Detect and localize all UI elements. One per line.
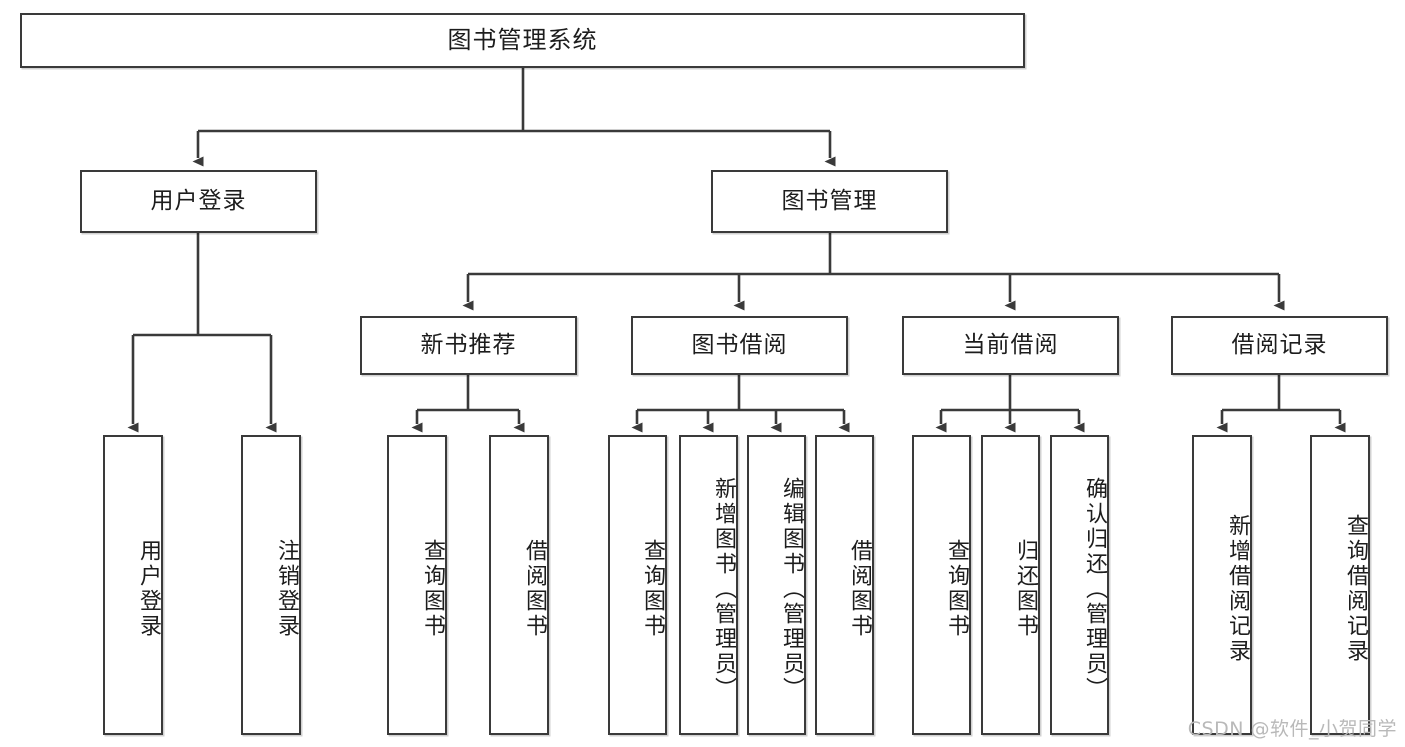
node-label: 图书管理 <box>781 187 878 214</box>
node-book-management[interactable]: 图书管理 <box>711 170 948 233</box>
leaf-confirm-return[interactable]: 确认归还（管理员） <box>1050 435 1109 735</box>
leaf-borrow-book-recommend[interactable]: 借阅图书 <box>489 435 549 735</box>
leaf-borrow-book[interactable]: 借阅图书 <box>815 435 874 735</box>
leaf-query-book-recommend[interactable]: 查询图书 <box>387 435 447 735</box>
node-label: 图书借阅 <box>691 331 788 358</box>
node-label: 查询图书 <box>420 539 445 639</box>
leaf-query-book-borrow[interactable]: 查询图书 <box>608 435 667 735</box>
node-label: 借阅记录 <box>1231 331 1328 358</box>
node-label: 编辑图书（管理员） <box>779 476 804 702</box>
node-borrow-record[interactable]: 借阅记录 <box>1171 316 1388 375</box>
node-label: 当前借阅 <box>962 331 1059 358</box>
leaf-query-book-current[interactable]: 查询图书 <box>912 435 971 735</box>
node-book-borrow[interactable]: 图书借阅 <box>631 316 848 375</box>
node-label: 查询图书 <box>944 539 969 639</box>
node-label: 借阅图书 <box>847 539 872 639</box>
node-label: 借阅图书 <box>522 539 547 639</box>
leaf-user-login[interactable]: 用户登录 <box>103 435 163 735</box>
leaf-query-borrow-record[interactable]: 查询借阅记录 <box>1310 435 1370 735</box>
node-label: 用户登录 <box>136 539 161 639</box>
node-user-login[interactable]: 用户登录 <box>80 170 317 233</box>
node-label: 图书管理系统 <box>447 26 598 55</box>
node-label: 新增借阅记录 <box>1225 514 1250 664</box>
leaf-add-borrow-record[interactable]: 新增借阅记录 <box>1192 435 1252 735</box>
leaf-edit-book[interactable]: 编辑图书（管理员） <box>747 435 806 735</box>
node-label: 查询图书 <box>640 539 665 639</box>
node-label: 归还图书 <box>1013 539 1038 639</box>
node-label: 用户登录 <box>150 187 247 214</box>
node-label: 新书推荐 <box>420 331 517 358</box>
watermark-text: CSDN @软件_小贺同学 <box>1187 718 1397 740</box>
node-root-system[interactable]: 图书管理系统 <box>20 13 1025 68</box>
node-label: 注销登录 <box>274 539 299 639</box>
node-label: 确认归还（管理员） <box>1082 476 1107 702</box>
node-label: 新增图书（管理员） <box>711 476 736 702</box>
leaf-logout-login[interactable]: 注销登录 <box>241 435 301 735</box>
node-current-borrow[interactable]: 当前借阅 <box>902 316 1119 375</box>
leaf-return-book[interactable]: 归还图书 <box>981 435 1040 735</box>
node-label: 查询借阅记录 <box>1343 514 1368 664</box>
node-new-book-recommend[interactable]: 新书推荐 <box>360 316 577 375</box>
leaf-add-book[interactable]: 新增图书（管理员） <box>679 435 738 735</box>
